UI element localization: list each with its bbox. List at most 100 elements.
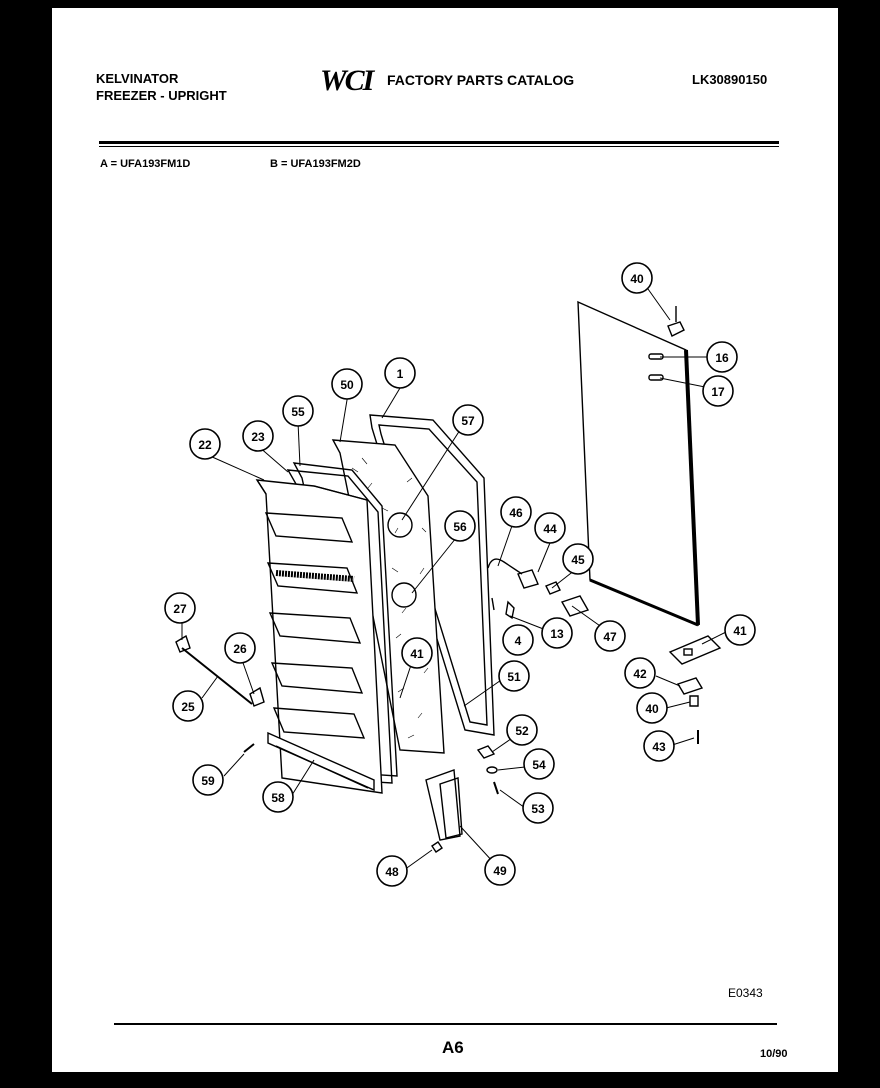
- callout-number: 4: [515, 634, 522, 648]
- callout-circle: [452, 404, 484, 436]
- bottom-trim: [267, 731, 375, 792]
- callout-circle: [506, 714, 538, 746]
- door-rod: [181, 647, 253, 705]
- callout-circle: [444, 510, 476, 542]
- callout-49: 49: [484, 854, 516, 886]
- callout-number: 45: [571, 553, 585, 567]
- callout-42: 42: [624, 657, 656, 689]
- callout-48: 48: [376, 855, 408, 887]
- callout-circle: [522, 792, 554, 824]
- callout-number: 41: [410, 647, 424, 661]
- callout-circle: [636, 692, 668, 724]
- hinge-plate: [676, 677, 704, 695]
- callout-circle: [624, 657, 656, 689]
- callout-number: 42: [633, 667, 647, 681]
- callout-16: 16: [706, 341, 738, 373]
- callout-circle: [534, 512, 566, 544]
- hinge-bracket: [668, 635, 722, 665]
- callout-58: 58: [262, 781, 294, 813]
- catalog-title: FACTORY PARTS CATALOG: [387, 72, 575, 88]
- callout-27: 27: [164, 592, 196, 624]
- callout-circle: [724, 614, 756, 646]
- diagram-code: E0343: [728, 986, 763, 1000]
- brand-block: KELVINATOR FREEZER - UPRIGHT: [96, 70, 227, 104]
- page-number: A6: [442, 1038, 464, 1057]
- callout-46: 46: [500, 496, 532, 528]
- callout-number: 40: [645, 702, 659, 716]
- callout-23: 23: [242, 420, 274, 452]
- callout-number: 22: [198, 438, 212, 452]
- callout-circle: [331, 368, 363, 400]
- header-rule-thick: [99, 141, 779, 144]
- callout-number: 58: [271, 791, 285, 805]
- model-a-label: A = UFA193FM1D: [100, 158, 191, 170]
- callout-56: 56: [444, 510, 476, 542]
- brand-name: KELVINATOR: [96, 71, 179, 86]
- callout-circle: [621, 262, 653, 294]
- callout-25: 25: [172, 690, 204, 722]
- callout-number: 57: [461, 414, 475, 428]
- callout-number: 51: [507, 670, 521, 684]
- callout-number: 27: [173, 602, 187, 616]
- hinge-pin-top: [667, 321, 685, 337]
- callout-44: 44: [534, 512, 566, 544]
- callout-circle: [706, 341, 738, 373]
- revision-date: 10/90: [760, 1048, 788, 1060]
- callout-circle: [500, 496, 532, 528]
- callout-circle: [702, 375, 734, 407]
- callout-number: 54: [532, 758, 546, 772]
- callout-circle: [594, 620, 626, 652]
- callout-circle: [523, 748, 555, 780]
- callout-57: 57: [452, 404, 484, 436]
- callout-26: 26: [224, 632, 256, 664]
- callout-number: 40: [630, 272, 644, 286]
- callout-number: 59: [201, 774, 215, 788]
- callout-55: 55: [282, 395, 314, 427]
- callout-number: 26: [233, 642, 247, 656]
- callout-52: 52: [506, 714, 538, 746]
- callout-circle: [498, 660, 530, 692]
- callout-53: 53: [522, 792, 554, 824]
- callout-circle: [484, 854, 516, 886]
- callout-17: 17: [702, 375, 734, 407]
- callout-54: 54: [523, 748, 555, 780]
- callout-41: 41: [724, 614, 756, 646]
- callout-number: 50: [340, 378, 354, 392]
- lock-rod: [487, 558, 523, 575]
- callout-circle: [172, 690, 204, 722]
- callout-circle: [502, 624, 534, 656]
- lock-key: [560, 595, 590, 617]
- callout-51: 51: [498, 660, 530, 692]
- callout-number: 52: [515, 724, 529, 738]
- callout-41: 41: [401, 637, 433, 669]
- callout-circle: [541, 617, 573, 649]
- callout-number: 44: [543, 522, 557, 536]
- callout-circle: [224, 632, 256, 664]
- callout-circle: [376, 855, 408, 887]
- door-gasket: [292, 462, 398, 777]
- exploded-door-diagram: 4016175015557222356464445134744127264125…: [164, 262, 756, 887]
- callout-number: 23: [251, 430, 265, 444]
- callout-circle: [164, 592, 196, 624]
- callout-circle: [242, 420, 274, 452]
- header-rule-thin: [99, 146, 779, 147]
- callout-number: 55: [291, 405, 305, 419]
- callout-number: 56: [453, 520, 467, 534]
- callout-number: 49: [493, 864, 507, 878]
- callout-circle: [282, 395, 314, 427]
- callout-number: 48: [385, 865, 399, 879]
- callout-1: 1: [384, 357, 416, 389]
- callout-number: 53: [531, 802, 545, 816]
- door-outer-panel: [577, 300, 699, 627]
- callout-59: 59: [192, 764, 224, 796]
- callout-4: 4: [502, 624, 534, 656]
- callout-circle: [643, 730, 675, 762]
- callout-number: 25: [181, 700, 195, 714]
- callout-number: 43: [652, 740, 666, 754]
- callout-circle: [384, 357, 416, 389]
- product-type: FREEZER - UPRIGHT: [96, 88, 227, 103]
- callout-number: 46: [509, 506, 523, 520]
- callout-number: 16: [715, 351, 729, 365]
- callout-number: 17: [711, 385, 725, 399]
- wci-logo: WCI: [320, 64, 374, 97]
